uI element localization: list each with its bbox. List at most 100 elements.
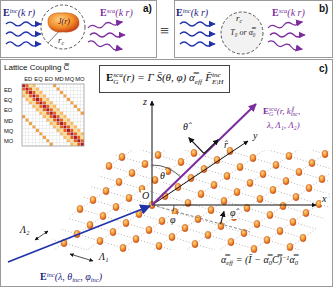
matrix-cell	[74, 136, 77, 139]
lattice-particle	[120, 244, 126, 252]
matrix-cell	[32, 118, 35, 121]
matrix-cell	[77, 87, 80, 90]
matrix-cell	[74, 143, 77, 146]
lattice-line	[0, 188, 334, 288]
lattice-particle	[106, 162, 112, 170]
current-label: J(r)	[58, 17, 70, 26]
matrix-cell	[50, 101, 53, 104]
text-run: θ̂	[183, 121, 188, 133]
text-run: ED	[4, 87, 12, 94]
matrix-cell	[63, 94, 66, 97]
formula-text: eff	[195, 78, 202, 86]
matrix-cell	[53, 115, 56, 118]
lattice-particle	[142, 160, 148, 168]
matrix-cell	[53, 101, 56, 104]
matrix-cell	[56, 101, 59, 104]
field-label: inc	[47, 271, 55, 278]
particle-blob: J(r)	[47, 14, 81, 32]
lattice-line	[0, 35, 334, 231]
matrix-cell	[46, 136, 49, 139]
matrix-cell	[43, 105, 46, 108]
matrix-cell	[74, 132, 77, 135]
matrix-cell	[43, 143, 46, 146]
matrix-cell	[56, 98, 59, 101]
lattice-particle	[198, 190, 204, 198]
matrix-cell	[25, 84, 28, 87]
matrix-cell	[77, 122, 80, 125]
theta-arc	[152, 165, 181, 177]
matrix-cell	[70, 115, 73, 118]
matrix-cell	[67, 108, 70, 111]
matrix-cell	[60, 132, 63, 135]
lattice-particle	[283, 177, 289, 185]
lattice-line	[223, 156, 334, 288]
lattice-particle	[129, 169, 135, 177]
matrix-cell	[74, 105, 77, 108]
matrix-cell	[43, 132, 46, 135]
matrix-cell	[39, 84, 42, 87]
matrix-cell	[53, 108, 56, 111]
matrix-cell	[32, 136, 35, 139]
text-run: c)	[319, 63, 328, 75]
matrix-cell	[81, 139, 84, 142]
matrix-cell	[25, 101, 28, 104]
text-run: MO	[4, 138, 13, 145]
lattice-particle	[267, 211, 273, 219]
lattice-line	[0, 72, 311, 288]
matrix-cell	[46, 91, 49, 94]
matrix-cell	[36, 101, 39, 104]
matrix-cell	[67, 87, 70, 90]
matrix-cell	[67, 139, 70, 142]
matrix-cell	[67, 122, 70, 125]
matrix-cell	[39, 108, 42, 111]
field-label: inc	[91, 276, 99, 283]
z-axis	[152, 101, 153, 205]
matrix-cell	[22, 118, 25, 121]
lattice-particle	[287, 243, 293, 251]
matrix-cell	[81, 122, 84, 125]
matrix-cell	[39, 129, 42, 132]
matrix-cell	[70, 129, 73, 132]
lattice-particle	[113, 203, 119, 211]
lattice-line	[0, 170, 334, 288]
matrix-cell	[70, 132, 73, 135]
matrix-cell	[81, 118, 84, 121]
matrix-cell	[56, 108, 59, 111]
matrix-cell	[60, 136, 63, 139]
matrix-cell	[46, 98, 49, 101]
lattice-particle	[260, 170, 266, 178]
matrix-cell	[77, 129, 80, 132]
matrix-cell	[46, 139, 49, 142]
matrix-cell	[32, 112, 35, 115]
matrix-cell	[46, 84, 49, 87]
matrix-cell	[50, 115, 53, 118]
matrix-cell	[74, 139, 77, 142]
matrix-cell	[77, 136, 80, 139]
matrix-cell	[67, 101, 70, 104]
matrix-cell	[63, 129, 66, 132]
matrix-cell	[53, 143, 56, 146]
lattice-line	[0, 2, 81, 254]
particle-blob	[48, 13, 79, 32]
matrix-cell	[50, 125, 53, 128]
matrix-cell	[53, 105, 56, 108]
matrix-cell	[22, 143, 25, 146]
matrix-cell	[43, 108, 46, 111]
text-run: EO	[4, 107, 12, 114]
matrix-cell	[32, 122, 35, 125]
matrix-cell	[43, 122, 46, 125]
wave-arrow	[6, 32, 41, 36]
lattice-particle	[290, 218, 296, 226]
text-run: z	[143, 96, 147, 108]
matrix-cell	[63, 115, 66, 118]
text-run: α̿eff= (Ī − α̿0C̿)−1α̿0	[220, 254, 299, 266]
lattice-particle	[110, 228, 116, 236]
matrix-cell	[36, 132, 39, 135]
matrix-cell	[36, 94, 39, 97]
matrix-cell	[25, 98, 28, 101]
matrix-cell	[70, 125, 73, 128]
matrix-cell	[50, 91, 53, 94]
matrix-cell	[22, 122, 25, 125]
text-run: y	[253, 130, 257, 142]
matrix-cell	[43, 91, 46, 94]
